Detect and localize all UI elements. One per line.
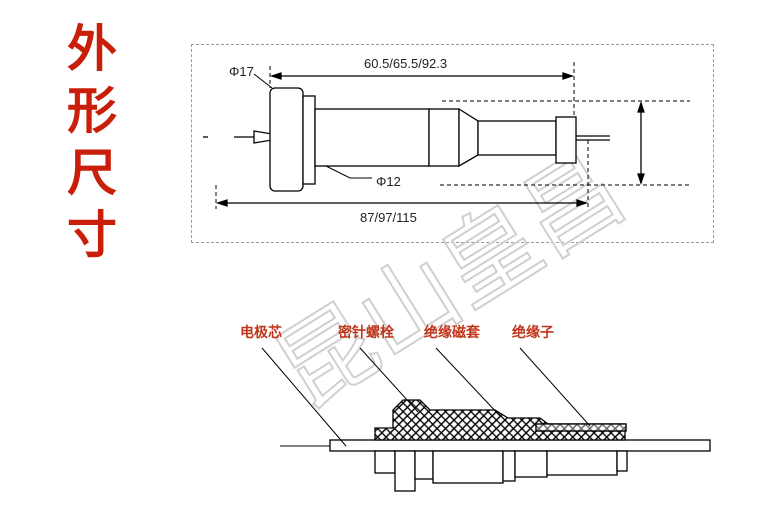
height-dimension — [637, 100, 645, 186]
overall-length-label: 87/97/115 — [360, 210, 417, 225]
heading-char-1: 外 — [67, 20, 117, 78]
head-shoulder — [302, 95, 316, 185]
rear-nut — [555, 116, 577, 164]
body-diameter-leader — [325, 165, 372, 179]
head-cap — [269, 87, 304, 192]
inner-length-label: 60.5/65.5/92.3 — [364, 56, 447, 71]
electrode-core-label: 电极芯 — [240, 324, 282, 341]
insulator-label: 绝缘子 — [512, 324, 554, 341]
body-tube — [314, 108, 430, 167]
heading-char-3: 尺 — [67, 144, 117, 202]
insulating-sleeve-label: 绝缘磁套 — [424, 324, 480, 341]
head-diameter-leader — [253, 73, 273, 89]
electrode-core — [329, 439, 711, 452]
part-leaders — [261, 347, 591, 447]
vertical-heading: 外 形 尺 寸 — [62, 18, 122, 266]
dimension-drawing — [203, 62, 690, 209]
inner-length-dimension — [269, 72, 575, 80]
head-diameter-label: Φ17 — [229, 64, 254, 79]
body-ring — [428, 108, 460, 167]
lower-body-outline — [374, 450, 628, 492]
dimension-drawing-frame — [191, 44, 714, 243]
overall-length-dimension — [215, 199, 589, 207]
sealing-bolt-label: 密针螺栓 — [337, 324, 394, 341]
body-taper — [458, 107, 479, 168]
cross-section-drawing — [261, 347, 711, 492]
rear-shaft — [477, 120, 557, 156]
heading-char-2: 形 — [67, 82, 117, 140]
body-diameter-label: Φ12 — [376, 174, 401, 189]
heading-char-4: 寸 — [67, 206, 117, 264]
lead-pin — [234, 130, 273, 144]
extension-lines — [215, 62, 690, 209]
